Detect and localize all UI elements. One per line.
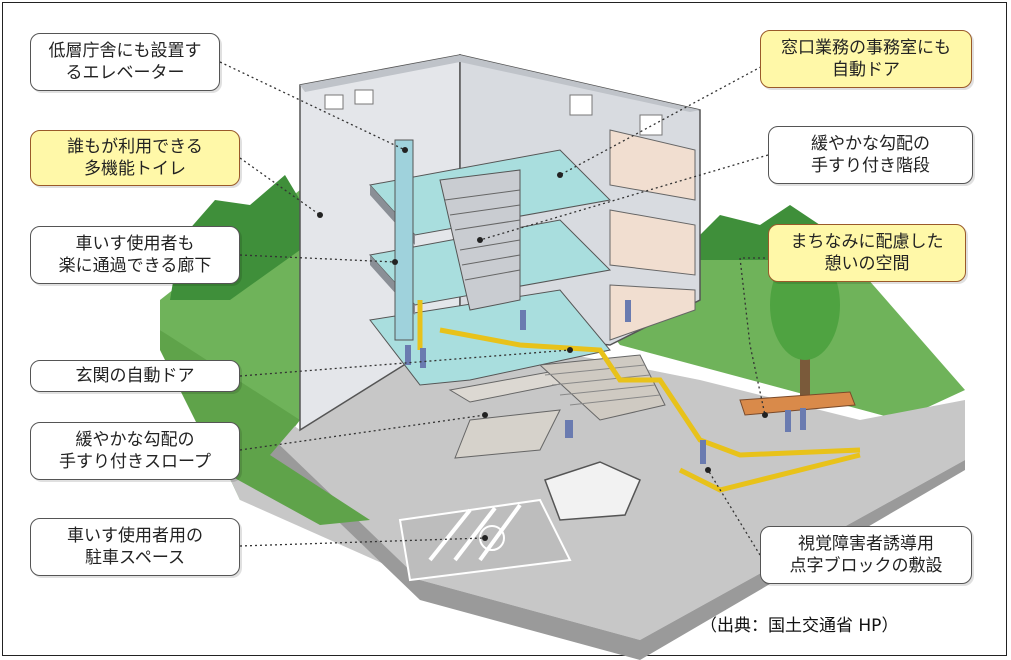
callout-parking: 車いす使用者用の 駐車スペース — [30, 518, 240, 576]
callout-parking-line2: 駐車スペース — [85, 548, 185, 568]
room-mid-right — [609, 209, 696, 276]
callout-corridor-line1: 車いす使用者も — [75, 234, 195, 254]
leader-tactile — [707, 469, 761, 556]
leader-corridor — [239, 254, 396, 263]
car — [544, 461, 641, 521]
leader-stairs — [479, 154, 769, 241]
callout-rest-space-line2: 憩いの空間 — [824, 254, 910, 274]
leader-entrance — [239, 349, 571, 377]
bench — [739, 391, 856, 416]
callout-stairs-line2: 手すり付き階段 — [811, 156, 930, 176]
leader-parking — [239, 537, 486, 547]
leader-toilet — [239, 157, 321, 216]
callout-entrance-door: 玄関の自動ドア — [30, 360, 240, 392]
callout-elevator-line2: るエレベーター — [65, 63, 185, 83]
callout-entrance-door-line1: 玄関の自動ドア — [75, 366, 195, 386]
room-upper-right — [609, 129, 696, 201]
source-credit: （出典：国土交通省 HP） — [700, 616, 899, 636]
callout-tactile-blocks-line1: 視覚障害者誘導用 — [798, 534, 934, 554]
callout-toilet-line2: 多機能トイレ — [84, 159, 186, 179]
room-low-right — [609, 284, 696, 341]
tree-trunk — [800, 330, 810, 400]
callout-toilet-line1: 誰もが利用できる — [67, 137, 203, 157]
callout-rest-space: まちなみに配慮した 憩いの空間 — [768, 224, 966, 282]
callout-parking-line1: 車いす使用者用の — [67, 526, 203, 546]
callout-office-door-line1: 窓口業務の事務室にも — [781, 38, 951, 58]
callout-toilet: 誰もが利用できる 多機能トイレ — [30, 130, 240, 186]
leader-slope — [239, 414, 486, 451]
callout-tactile-blocks-line2: 点字ブロックの敷設 — [789, 556, 943, 576]
callout-corridor-line2: 楽に通過できる廊下 — [58, 256, 212, 276]
callout-elevator: 低層庁舎にも設置す るエレベーター — [30, 33, 220, 91]
building-roof-edge — [300, 55, 700, 112]
callout-office-door: 窓口業務の事務室にも 自動ドア — [760, 30, 972, 88]
callout-corridor: 車いす使用者も 楽に通過できる廊下 — [30, 226, 240, 284]
elevator-shaft — [394, 139, 414, 341]
callout-slope-line2: 手すり付きスロープ — [59, 452, 211, 472]
leader-elevator — [219, 61, 406, 151]
callout-tactile-blocks: 視覚障害者誘導用 点字ブロックの敷設 — [760, 526, 972, 584]
callout-slope-line1: 緩やかな勾配の — [75, 430, 195, 450]
callout-stairs: 緩やかな勾配の 手すり付き階段 — [768, 126, 973, 184]
callout-office-door-line2: 自動ドア — [832, 60, 900, 80]
callout-rest-space-line1: まちなみに配慮した — [790, 232, 944, 252]
callout-stairs-line1: 緩やかな勾配の — [811, 134, 930, 154]
callout-slope: 緩やかな勾配の 手すり付きスロープ — [30, 422, 240, 480]
callout-elevator-line1: 低層庁舎にも設置す — [48, 41, 202, 61]
side-ramp — [454, 409, 561, 459]
tactile-path-1 — [439, 327, 861, 458]
leader-rest — [739, 257, 770, 416]
